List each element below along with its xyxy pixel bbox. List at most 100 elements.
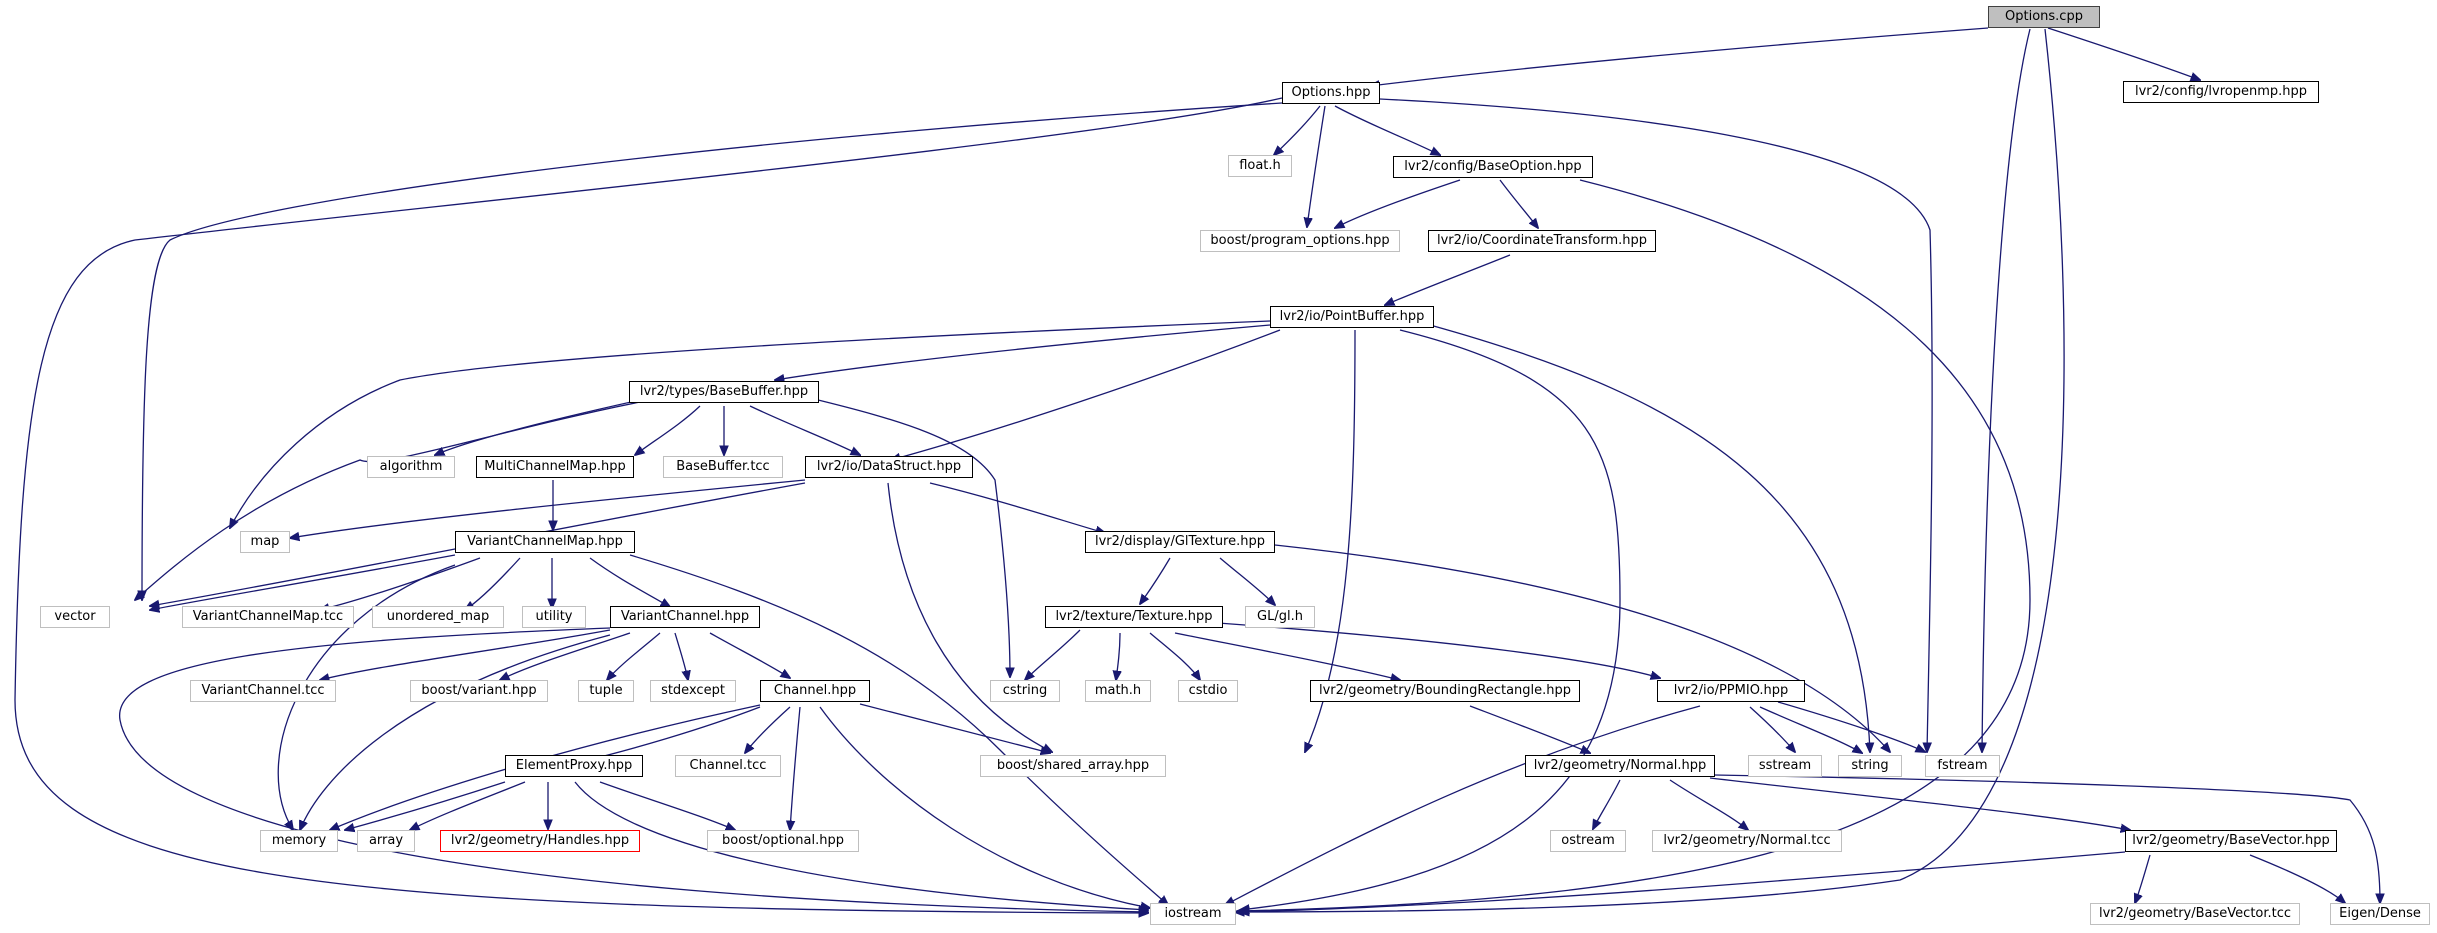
edge xyxy=(1307,105,1326,227)
edge xyxy=(1274,544,1890,752)
handles-node[interactable]: lvr2/geometry/Handles.hpp xyxy=(440,830,640,852)
edge xyxy=(607,632,661,680)
basevector-tcc-node: lvr2/geometry/BaseVector.tcc xyxy=(2090,903,2300,925)
edge xyxy=(1334,105,1440,155)
edge xyxy=(345,781,506,830)
basevector-node[interactable]: lvr2/geometry/BaseVector.hpp xyxy=(2125,830,2337,852)
edge xyxy=(1709,777,2130,830)
edge xyxy=(819,706,1150,908)
eigen-dense-node: Eigen/Dense xyxy=(2330,903,2430,925)
normal-tcc-node: lvr2/geometry/Normal.tcc xyxy=(1652,830,1842,852)
edge xyxy=(1240,179,2031,911)
multichannelmap-node[interactable]: MultiChannelMap.hpp xyxy=(476,456,634,478)
shared-array-node: boost/shared_array.hpp xyxy=(980,755,1166,777)
math-h-node: math.h xyxy=(1085,680,1151,702)
edge xyxy=(859,703,1050,753)
pointbuffer-node[interactable]: lvr2/io/PointBuffer.hpp xyxy=(1270,306,1434,328)
edge xyxy=(1235,28,2065,912)
edge xyxy=(1982,28,2031,752)
edge xyxy=(1225,705,1701,905)
edge xyxy=(330,704,761,830)
edge xyxy=(1219,557,1275,605)
basebuffer-tcc-node: BaseBuffer.tcc xyxy=(663,456,783,478)
edge xyxy=(1025,629,1081,680)
edge xyxy=(809,397,1010,677)
edge xyxy=(2047,27,2200,80)
tuple-node: tuple xyxy=(578,680,634,702)
cstring-node: cstring xyxy=(990,680,1060,702)
variantchannelmap-node[interactable]: VariantChannelMap.hpp xyxy=(455,531,635,553)
edge xyxy=(135,401,641,600)
edge xyxy=(709,632,790,678)
edge xyxy=(119,627,1148,912)
edge xyxy=(1499,179,1538,228)
edge xyxy=(14,97,1283,913)
boost-optional-node: boost/optional.hpp xyxy=(707,830,859,852)
gl-h-node: GL/gl.h xyxy=(1245,606,1315,628)
stdexcept-node: stdexcept xyxy=(650,680,736,702)
normal-node[interactable]: lvr2/geometry/Normal.hpp xyxy=(1525,755,1715,777)
lvropenmp-node[interactable]: lvr2/config/lvropenmp.hpp xyxy=(2123,81,2319,103)
edge xyxy=(1335,179,1461,228)
program-options-node: boost/program_options.hpp xyxy=(1200,230,1400,252)
edge xyxy=(929,482,1105,533)
map-node: map xyxy=(240,531,290,553)
elementproxy-node[interactable]: ElementProxy.hpp xyxy=(505,755,643,777)
texture-node[interactable]: lvr2/texture/Texture.hpp xyxy=(1045,606,1223,628)
edge xyxy=(1429,324,1870,752)
edge xyxy=(1749,706,1795,752)
baseoption-node[interactable]: lvr2/config/BaseOption.hpp xyxy=(1393,156,1593,178)
edge xyxy=(1305,329,1356,752)
variantchannel-tcc-node: VariantChannel.tcc xyxy=(190,680,336,702)
string-node: string xyxy=(1838,755,1902,777)
datastruct-node[interactable]: lvr2/io/DataStruct.hpp xyxy=(805,456,973,478)
options-hpp-node[interactable]: Options.hpp xyxy=(1282,82,1380,104)
edge xyxy=(790,706,801,830)
coordinatetransform-node[interactable]: lvr2/io/CoordinateTransform.hpp xyxy=(1428,230,1656,252)
edge xyxy=(775,324,1271,380)
options-cpp-node: Options.cpp xyxy=(1988,6,2100,28)
variantchannel-node[interactable]: VariantChannel.hpp xyxy=(610,606,760,628)
fstream-node: fstream xyxy=(1925,755,2000,777)
edge xyxy=(580,706,761,762)
edge xyxy=(1240,329,1621,910)
array-node: array xyxy=(357,830,415,852)
ppmio-node[interactable]: lvr2/io/PPMIO.hpp xyxy=(1657,680,1805,702)
edge xyxy=(1217,622,1660,678)
edge xyxy=(1240,851,2126,912)
edge xyxy=(1274,105,1321,155)
gltexture-node[interactable]: lvr2/display/GlTexture.hpp xyxy=(1085,531,1275,553)
edge xyxy=(574,781,1148,910)
edge xyxy=(1379,98,1933,752)
edge xyxy=(290,479,806,538)
sstream-node: sstream xyxy=(1748,755,1822,777)
channel-node[interactable]: Channel.hpp xyxy=(760,680,870,702)
edge xyxy=(465,557,521,610)
edge xyxy=(589,557,670,607)
boost-variant-node: boost/variant.hpp xyxy=(410,680,548,702)
edge xyxy=(2249,854,2345,903)
edge xyxy=(1593,779,1621,829)
boundingrectangle-node[interactable]: lvr2/geometry/BoundingRectangle.hpp xyxy=(1310,680,1580,702)
edge xyxy=(500,632,631,680)
cstdio-node: cstdio xyxy=(1178,680,1238,702)
edge xyxy=(300,634,611,830)
basebuffer-node[interactable]: lvr2/types/BaseBuffer.hpp xyxy=(629,381,819,403)
edge xyxy=(1116,632,1120,680)
float-h-node: float.h xyxy=(1228,155,1292,177)
edge xyxy=(635,405,701,455)
memory-node: memory xyxy=(260,830,338,852)
variantchannelmap-tcc-node: VariantChannelMap.tcc xyxy=(182,606,354,628)
edge xyxy=(891,329,1281,460)
edge xyxy=(1777,701,1925,752)
algorithm-node: algorithm xyxy=(367,456,455,478)
channel-tcc-node: Channel.tcc xyxy=(675,755,781,777)
edge xyxy=(745,706,791,753)
edge xyxy=(142,102,1283,600)
edge xyxy=(887,482,1052,752)
iostream-node: iostream xyxy=(1150,903,1236,925)
edge xyxy=(1140,557,1171,604)
edge xyxy=(1149,632,1200,680)
edge xyxy=(1759,706,1862,753)
